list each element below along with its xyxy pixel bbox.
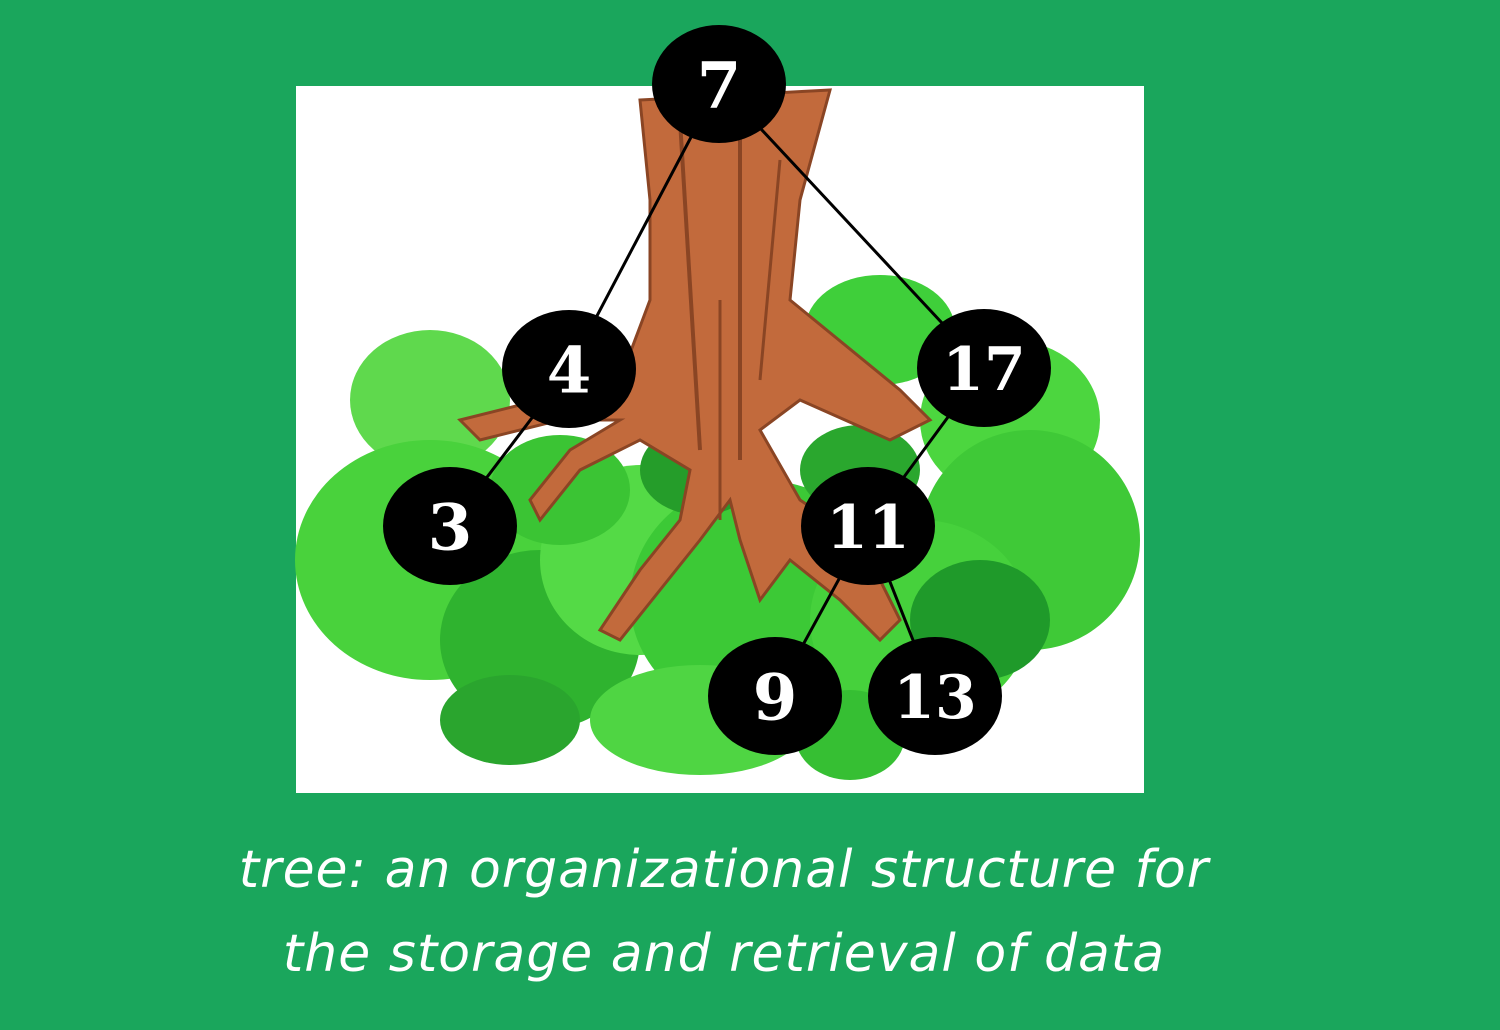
node-3: 3	[383, 467, 517, 585]
node-label: 11	[826, 493, 910, 563]
node-17: 17	[917, 309, 1051, 427]
node-circle	[502, 310, 636, 428]
node-4: 4	[502, 310, 636, 428]
node-circle	[801, 467, 935, 585]
node-label: 3	[428, 491, 473, 566]
node-circle	[383, 467, 517, 585]
caption-line-1: tree: an organizational structure for	[238, 840, 1210, 900]
trunk-icon	[457, 88, 933, 643]
node-label: 9	[753, 661, 798, 736]
edge-n7-n17	[717, 82, 986, 370]
node-11: 11	[801, 467, 935, 585]
nodes: 7 4 17 3 11 9 13	[383, 25, 1051, 755]
caption-line-2: the storage and retrieval of data	[282, 924, 1166, 984]
node-label: 13	[893, 663, 977, 733]
node-label: 7	[697, 49, 742, 124]
node-circle	[708, 637, 842, 755]
node-9: 9	[708, 637, 842, 755]
node-label: 4	[547, 334, 592, 409]
node-label: 17	[942, 335, 1026, 405]
node-circle	[917, 309, 1051, 427]
caption: tree: an organizational structure for th…	[0, 828, 1448, 996]
node-7: 7	[652, 25, 786, 143]
node-circle	[652, 25, 786, 143]
node-circle	[868, 637, 1002, 755]
node-13: 13	[868, 637, 1002, 755]
